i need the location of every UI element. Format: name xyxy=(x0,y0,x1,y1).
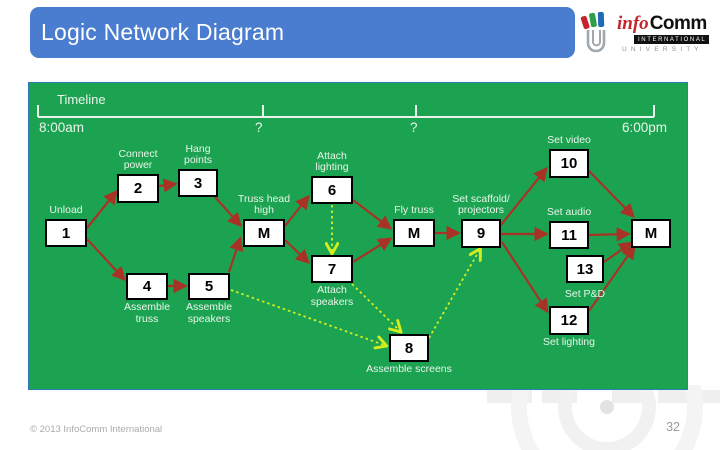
edge-10-M3 xyxy=(588,170,635,219)
watermark-logo xyxy=(487,385,720,450)
timeline-end-time: 6:00pm xyxy=(621,120,667,135)
edge-1-4 xyxy=(86,238,126,282)
node-M2: M xyxy=(393,219,435,247)
timeline-question-mark-2: ? xyxy=(410,120,418,135)
edge-M1-7 xyxy=(284,239,311,264)
edge-2-3 xyxy=(158,178,178,193)
timeline-question-mark-1: ? xyxy=(255,120,263,135)
node-12-label: Set lighting xyxy=(543,336,595,348)
logo-wordmark: infoComm xyxy=(617,14,707,33)
footer-copyright: © 2013 InfoComm International xyxy=(30,424,163,435)
node-13-label: Set P&D xyxy=(564,288,606,300)
node-M1-label: Truss head high xyxy=(237,192,291,217)
node-6: 6 xyxy=(311,176,353,204)
node-1-label: Unload xyxy=(49,204,83,217)
timeline-start-time: 8:00am xyxy=(39,120,85,135)
node-4-label: Assemble truss xyxy=(123,301,171,325)
edge-3-M1 xyxy=(214,196,242,228)
infocomm-logo: infoComm INTERNATIONAL U N I V E R S I T… xyxy=(580,8,718,62)
node-5: 5 xyxy=(188,273,230,300)
node-M1: M xyxy=(243,219,285,247)
edge-11-M3 xyxy=(588,227,631,242)
node-9-label: Set scaffold/ projectors xyxy=(452,192,510,217)
node-8-label: Assemble screens xyxy=(366,363,452,375)
node-7: 7 xyxy=(311,255,353,283)
page-title: Logic Network Diagram xyxy=(41,19,285,45)
node-10-label: Set video xyxy=(547,134,591,147)
node-3: 3 xyxy=(178,169,218,197)
node-5-label: Assemble speakers xyxy=(185,301,233,325)
page-number: 32 xyxy=(666,420,680,434)
infocomm-logo-mark-icon xyxy=(580,11,606,53)
edge-layer xyxy=(37,105,655,389)
node-6-label: Attach lighting xyxy=(315,149,349,174)
edge-12-M3 xyxy=(588,244,636,312)
logo-university-text: U N I V E R S I T Y xyxy=(622,45,700,53)
node-2: 2 xyxy=(117,174,159,203)
edge-M1-6 xyxy=(284,194,310,227)
node-9: 9 xyxy=(461,219,501,248)
edge-1-2 xyxy=(86,189,118,229)
node-8: 8 xyxy=(389,334,429,362)
node-11: 11 xyxy=(549,221,589,249)
node-11-label: Set audio xyxy=(546,206,592,219)
edge-9-10 xyxy=(500,166,548,226)
edge-8-9 xyxy=(428,251,479,339)
node-12: 12 xyxy=(549,306,589,335)
node-2-label: Connect power xyxy=(118,147,158,172)
logo-comm-text: Comm xyxy=(649,13,708,34)
logo-international-text: INTERNATIONAL xyxy=(634,35,710,44)
node-M2-label: Fly truss xyxy=(394,204,434,217)
edge-9-12 xyxy=(501,241,549,314)
title-bar: Logic Network Diagram xyxy=(30,7,575,58)
node-10: 10 xyxy=(549,149,589,178)
edge-7-M2 xyxy=(352,237,393,263)
node-1: 1 xyxy=(45,219,87,247)
edge-5-M1 xyxy=(227,236,244,273)
node-13: 13 xyxy=(566,255,604,283)
node-4: 4 xyxy=(126,273,168,300)
node-7-label: Attach speakers xyxy=(310,284,354,308)
node-M3: M xyxy=(631,219,671,248)
edge-6-M2 xyxy=(352,199,393,230)
timeline-title: Timeline xyxy=(57,92,106,107)
node-3-label: Hang points xyxy=(183,142,213,167)
logo-info-text: info xyxy=(617,13,649,34)
